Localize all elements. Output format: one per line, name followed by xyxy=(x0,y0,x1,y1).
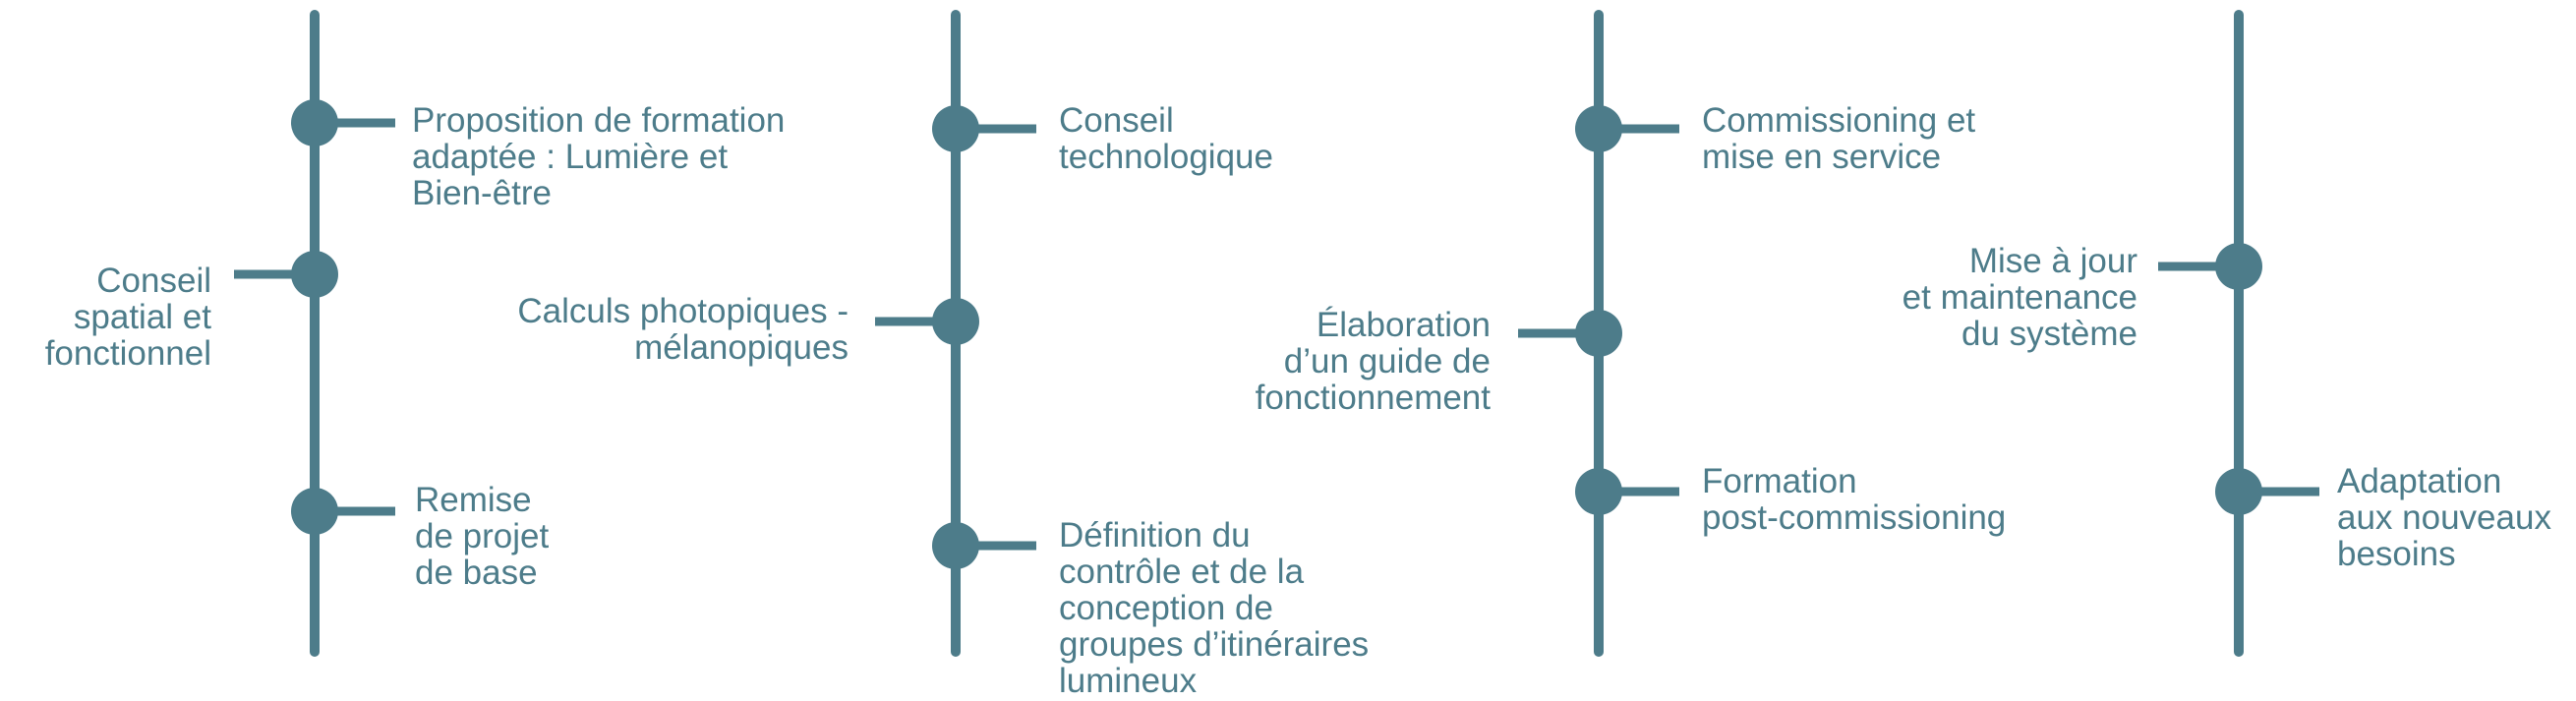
timeline-column-4 xyxy=(2158,10,2319,657)
milestone-dot xyxy=(932,522,979,569)
milestone-label: Adaptation aux nouveaux besoins xyxy=(2337,462,2551,573)
milestone-dot xyxy=(1575,310,1622,357)
milestone-dot xyxy=(1575,105,1622,152)
timeline-column-1 xyxy=(234,10,395,657)
milestone-label: Calculs photopiques - mélanopiques xyxy=(517,292,849,367)
milestone-dot xyxy=(2215,468,2262,515)
milestone-label: Élaboration d’un guide de fonctionnement xyxy=(1255,306,1491,417)
timeline-column-3 xyxy=(1518,10,1679,657)
milestone-label: Formation post-commissioning xyxy=(1702,462,2007,537)
timeline-column-2 xyxy=(875,10,1036,657)
milestone-label: Définition du contrôle et de la concepti… xyxy=(1059,516,1370,700)
milestone-label: Conseil spatial et fonctionnel xyxy=(44,262,211,373)
milestone-dot xyxy=(932,298,979,345)
milestone-dot xyxy=(291,99,338,146)
milestone-label: Proposition de formation adaptée : Lumiè… xyxy=(412,101,786,212)
milestone-dot xyxy=(1575,468,1622,515)
milestone-dot xyxy=(291,251,338,298)
milestone-dot xyxy=(2215,243,2262,290)
milestone-label: Conseil technologique xyxy=(1059,101,1273,176)
milestone-label: Mise à jour et maintenance du système xyxy=(1902,242,2137,353)
milestone-label: Remise de projet de base xyxy=(415,481,550,592)
milestone-dot xyxy=(932,105,979,152)
milestone-label: Commissioning et mise en service xyxy=(1702,101,1976,176)
milestone-dot xyxy=(291,488,338,535)
